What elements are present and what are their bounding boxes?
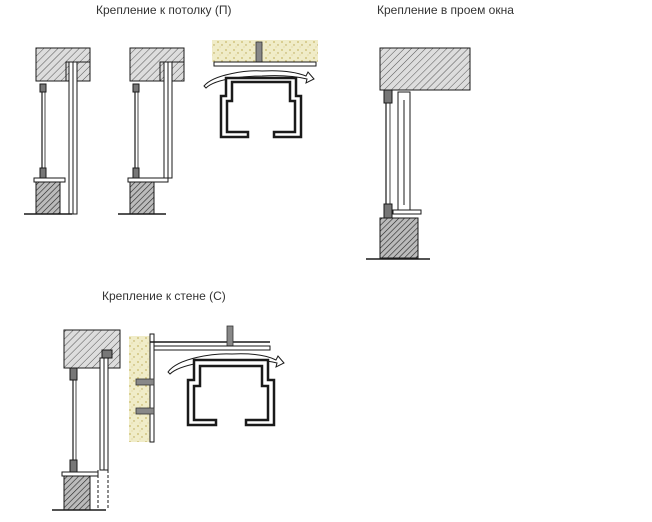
sill <box>127 177 169 183</box>
wall-slab <box>63 329 121 369</box>
screw <box>135 407 155 415</box>
mount-plate <box>213 61 317 67</box>
caption-window-opening-mount: Крепление в проем окна <box>377 3 514 17</box>
concrete-ceiling <box>212 40 318 62</box>
sill <box>61 471 99 477</box>
ceiling-slab <box>129 47 185 82</box>
concrete-wall <box>129 336 150 442</box>
lintel <box>379 47 471 91</box>
rail-profile <box>219 76 303 139</box>
ceiling-slab <box>35 47 91 82</box>
sill <box>392 209 422 215</box>
screw <box>226 325 234 349</box>
wall-mount-detail <box>52 329 121 511</box>
caption-ceiling-mount: Крепление к потолку (П) <box>96 3 232 17</box>
wall-block <box>379 217 419 259</box>
rail-profile <box>186 358 276 427</box>
mount-plate <box>153 345 271 351</box>
caption-wall-mount: Крепление к стене (С) <box>102 289 226 303</box>
sill <box>33 177 66 183</box>
wall-rail-profile <box>129 325 285 443</box>
ceiling-rail-profile <box>203 40 318 139</box>
wall-block <box>129 181 155 215</box>
wall-block <box>35 181 61 215</box>
wall-block <box>63 475 91 511</box>
bracket-plate <box>149 333 155 443</box>
screw <box>135 378 155 386</box>
window-opening-detail <box>366 47 471 260</box>
ceiling-mount-detail-1 <box>24 47 91 215</box>
ceiling-mount-detail-2 <box>118 47 185 215</box>
